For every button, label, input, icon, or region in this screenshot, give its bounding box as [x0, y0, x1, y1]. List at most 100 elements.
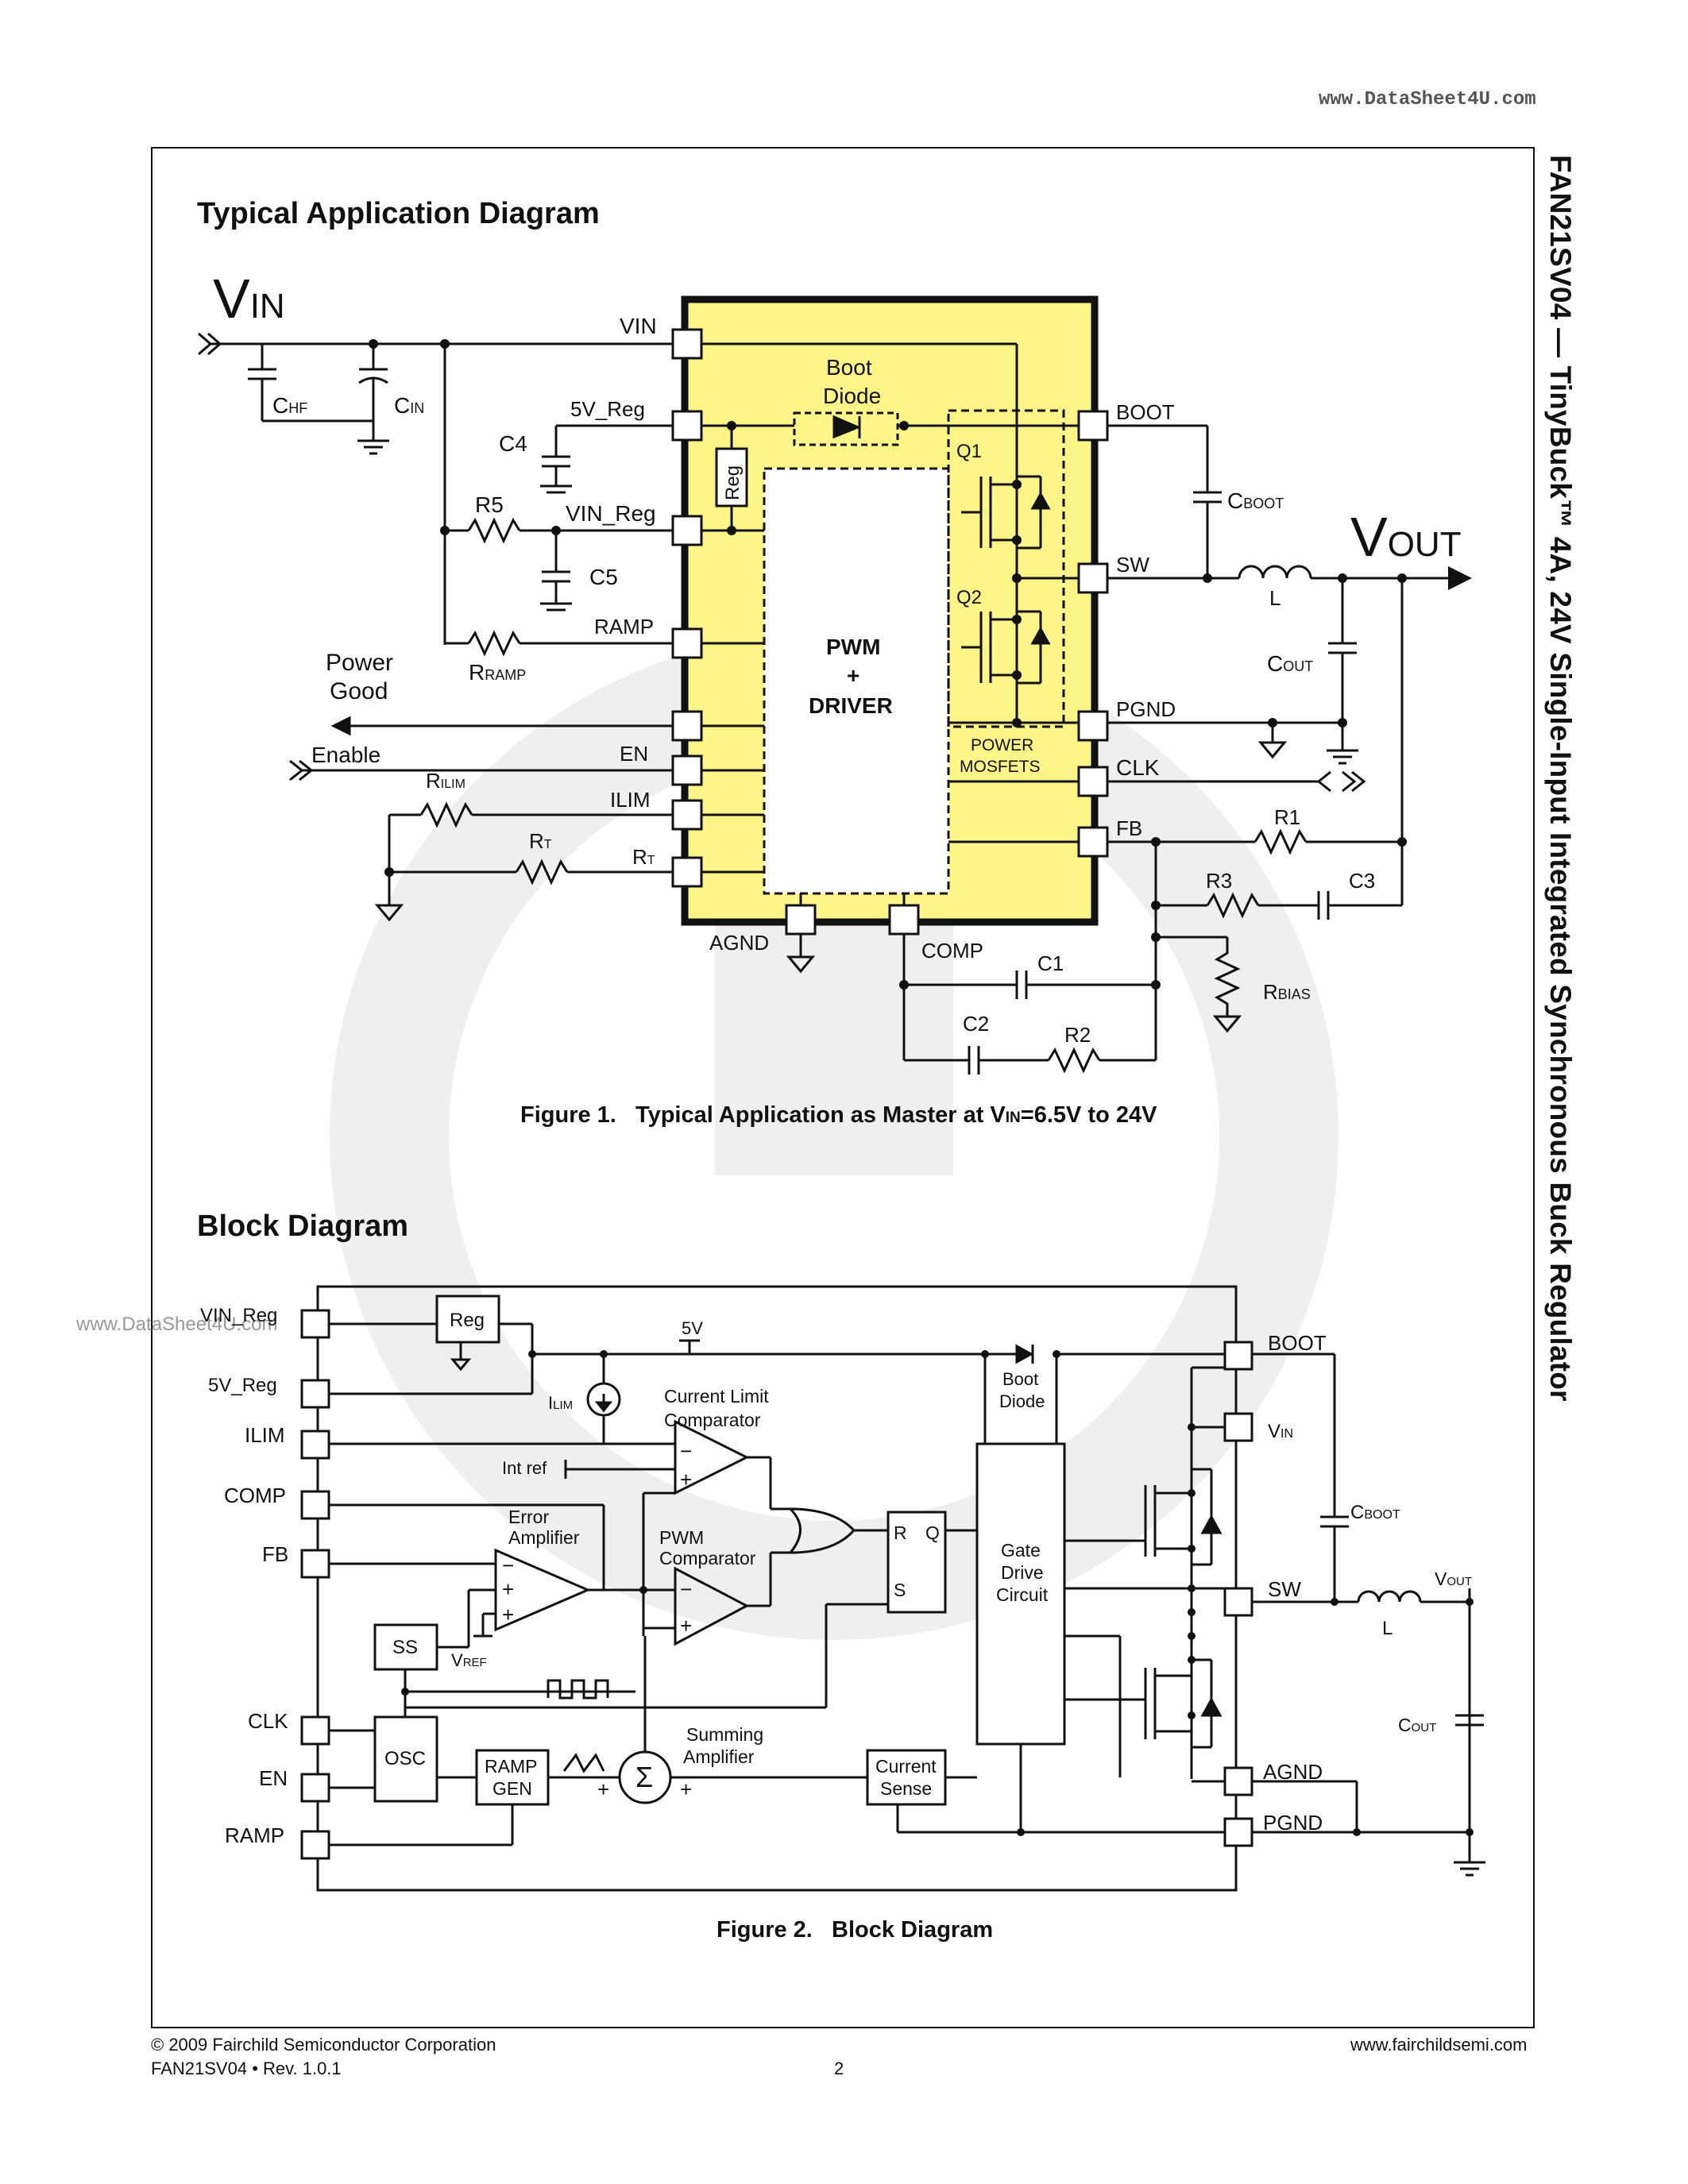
svg-text:RAMP: RAMP: [485, 1756, 537, 1777]
svg-text:VIN_Reg: VIN_Reg: [566, 501, 656, 526]
svg-text:SW: SW: [1116, 553, 1149, 577]
svg-text:Σ: Σ: [635, 1761, 653, 1793]
svg-text:Diode: Diode: [823, 384, 881, 408]
svg-text:Good: Good: [330, 678, 388, 704]
svg-text:PGND: PGND: [1263, 1811, 1323, 1835]
reg-box: [715, 447, 748, 507]
svg-text:PGND: PGND: [1116, 697, 1176, 721]
svg-text:CIN: CIN: [394, 393, 424, 418]
section-title-block-diagram: Block Diagram: [197, 1210, 409, 1243]
svg-text:C1: C1: [1037, 951, 1064, 975]
svg-text:EN: EN: [259, 1766, 288, 1790]
footer-part-rev: FAN21SV04 • Rev. 1.0.1: [151, 2059, 342, 2078]
svg-text:Comparator: Comparator: [659, 1548, 756, 1569]
svg-text:BOOT: BOOT: [1268, 1331, 1327, 1355]
svg-text:Int ref: Int ref: [502, 1458, 547, 1478]
svg-text:OSC: OSC: [384, 1748, 426, 1769]
svg-text:COUT: COUT: [1398, 1715, 1436, 1735]
svg-text:Error: Error: [508, 1507, 549, 1527]
svg-text:R5: R5: [475, 492, 504, 517]
svg-text:Amplifier: Amplifier: [508, 1527, 580, 1548]
svg-text:VOUT: VOUT: [1350, 506, 1462, 568]
svg-text:CHF: CHF: [272, 393, 307, 418]
svg-text:Summing: Summing: [686, 1724, 763, 1745]
svg-text:CBOOT: CBOOT: [1227, 488, 1284, 513]
svg-text:CLK: CLK: [248, 1709, 288, 1733]
pwm-driver-box: [763, 467, 950, 895]
svg-text:VIN: VIN: [1268, 1421, 1293, 1442]
svg-text:Current Limit: Current Limit: [664, 1386, 769, 1406]
svg-text:R: R: [894, 1522, 907, 1543]
svg-text:RT: RT: [529, 829, 552, 853]
svg-text:CBOOT: CBOOT: [1350, 1502, 1400, 1523]
svg-text:Q1: Q1: [956, 441, 982, 462]
svg-text:Boot: Boot: [1002, 1369, 1038, 1389]
svg-text:Q2: Q2: [956, 587, 982, 608]
svg-text:+: +: [680, 1777, 692, 1801]
svg-text:C5: C5: [589, 565, 618, 589]
footer-copyright: © 2009 Fairchild Semiconductor Corporati…: [151, 2035, 496, 2055]
svg-text:Power: Power: [326, 650, 393, 676]
svg-text:AGND: AGND: [1263, 1760, 1323, 1784]
svg-text:Q: Q: [925, 1522, 940, 1543]
power-mosfets-box: [947, 409, 1065, 728]
svg-text:Enable: Enable: [311, 743, 380, 767]
svg-text:RAMP: RAMP: [225, 1823, 284, 1847]
svg-text:Reg: Reg: [722, 465, 744, 500]
svg-text:DRIVER: DRIVER: [809, 693, 893, 718]
svg-text:+: +: [847, 663, 859, 688]
svg-text:SW: SW: [1268, 1577, 1301, 1601]
page-number: 2: [834, 2059, 844, 2078]
svg-text:Diode: Diode: [999, 1391, 1045, 1411]
svg-text:+: +: [597, 1777, 609, 1801]
svg-text:−: −: [502, 1553, 514, 1577]
svg-text:+: +: [502, 1603, 514, 1626]
svg-text:+: +: [680, 1468, 692, 1491]
svg-text:BOOT: BOOT: [1116, 400, 1175, 424]
svg-text:CLK: CLK: [1116, 755, 1160, 780]
svg-text:COMP: COMP: [224, 1484, 286, 1507]
figure2-caption: Figure 2. Block Diagram: [717, 1917, 994, 1943]
svg-text:SS: SS: [392, 1637, 418, 1658]
svg-text:ILIM: ILIM: [245, 1423, 285, 1447]
svg-text:Boot: Boot: [826, 355, 872, 380]
svg-text:AGND: AGND: [709, 931, 769, 955]
svg-text:R1: R1: [1274, 805, 1300, 829]
svg-text:FB: FB: [1116, 816, 1142, 840]
svg-text:Amplifier: Amplifier: [683, 1746, 755, 1767]
svg-text:Comparator: Comparator: [664, 1410, 761, 1430]
vin-label: VIN: [213, 268, 285, 330]
svg-text:COMP: COMP: [921, 939, 983, 963]
svg-text:−: −: [680, 1439, 692, 1463]
svg-text:Sense: Sense: [880, 1778, 932, 1799]
svg-text:ILIM: ILIM: [548, 1393, 573, 1413]
svg-text:VREF: VREF: [451, 1650, 487, 1670]
svg-text:+: +: [502, 1577, 514, 1601]
svg-text:RRAMP: RRAMP: [469, 660, 526, 685]
svg-text:EN: EN: [620, 742, 648, 766]
svg-text:COUT: COUT: [1267, 651, 1313, 676]
page-frame: [151, 147, 1535, 2028]
svg-text:VIN_Reg: VIN_Reg: [200, 1305, 277, 1326]
svg-text:MOSFETS: MOSFETS: [960, 758, 1041, 776]
svg-text:C2: C2: [963, 1012, 989, 1036]
svg-text:POWER: POWER: [971, 736, 1033, 754]
footer-url[interactable]: www.fairchildsemi.com: [1350, 2035, 1528, 2055]
svg-text:L: L: [1382, 1618, 1393, 1639]
svg-text:Circuit: Circuit: [996, 1584, 1049, 1605]
section-title-typical-application: Typical Application Diagram: [197, 197, 600, 230]
svg-text:RILIM: RILIM: [426, 769, 465, 793]
svg-text:Current: Current: [875, 1756, 937, 1777]
svg-text:Reg: Reg: [450, 1310, 485, 1331]
svg-text:PWM: PWM: [826, 635, 880, 659]
svg-text:FB: FB: [262, 1542, 288, 1566]
svg-text:5V_Reg: 5V_Reg: [208, 1375, 277, 1396]
svg-text:GEN: GEN: [492, 1778, 532, 1799]
svg-text:PWM: PWM: [659, 1527, 704, 1548]
svg-text:C4: C4: [499, 431, 527, 456]
svg-text:RAMP: RAMP: [594, 615, 654, 639]
svg-text:L: L: [1269, 586, 1280, 610]
svg-text:+: +: [680, 1614, 692, 1638]
